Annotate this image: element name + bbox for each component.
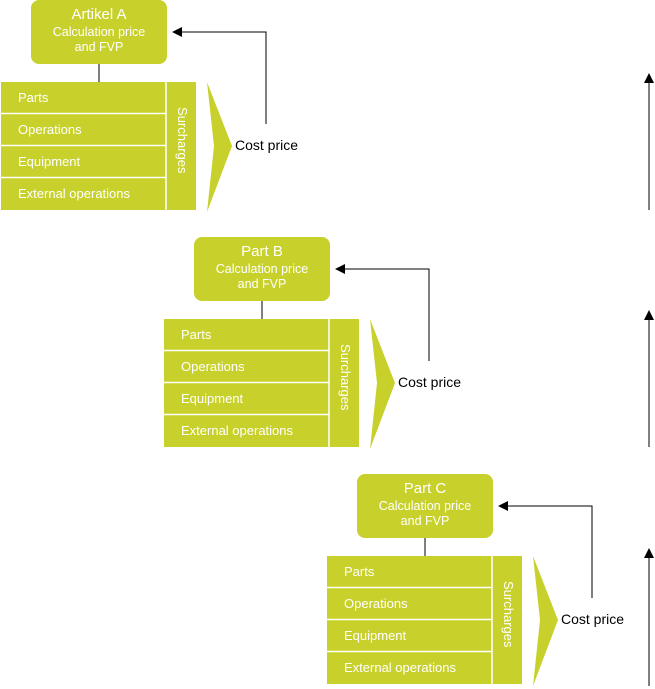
- calc-box-shape: [357, 474, 493, 538]
- cost-price-label: Cost price: [398, 374, 462, 390]
- chevron-arrow-shape: [207, 82, 232, 212]
- feedback-arrow: [498, 501, 593, 598]
- row-parts: Parts: [181, 327, 212, 342]
- calc-box-shape: [194, 237, 330, 301]
- row-equipment: Equipment: [344, 628, 407, 643]
- box-subtitle-line-1: Calculation price: [215, 262, 309, 276]
- row-external-operations: External operations: [181, 423, 294, 438]
- row-equipment: Equipment: [181, 391, 244, 406]
- row-operations: Operations: [18, 122, 82, 137]
- calc-box-shape: [31, 0, 167, 64]
- cost-price-label: Cost price: [561, 611, 625, 627]
- box-subtitle-line-1: Calculation price: [378, 499, 472, 513]
- box-subtitle-line-2: and FVP: [237, 277, 287, 291]
- row-external-operations: External operations: [18, 186, 131, 201]
- cost-price-label: Cost price: [235, 137, 299, 153]
- row-equipment: Equipment: [18, 154, 81, 169]
- box-title: Part B: [241, 243, 283, 260]
- row-operations: Operations: [344, 596, 408, 611]
- feedback-arrow: [172, 27, 267, 124]
- row-parts: Parts: [344, 564, 375, 579]
- row-external-operations: External operations: [344, 660, 457, 675]
- box-subtitle-line-1: Calculation price: [52, 25, 146, 39]
- row-parts: Parts: [18, 90, 49, 105]
- chevron-arrow-shape: [533, 556, 558, 686]
- box-title: Artikel A: [71, 6, 127, 23]
- box-title: Part C: [403, 480, 447, 497]
- surcharges-label: Surcharges: [175, 107, 190, 174]
- box-subtitle-line-2: and FVP: [74, 40, 124, 54]
- row-operations: Operations: [181, 359, 245, 374]
- feedback-arrow: [335, 264, 430, 361]
- group-artikel-a: [1, 0, 267, 212]
- surcharges-label: Surcharges: [338, 344, 353, 411]
- surcharges-label: Surcharges: [501, 581, 516, 648]
- group-part-b: [164, 237, 430, 449]
- group-part-c: [327, 474, 593, 686]
- chevron-arrow-shape: [370, 319, 395, 449]
- box-subtitle-line-2: and FVP: [400, 514, 450, 528]
